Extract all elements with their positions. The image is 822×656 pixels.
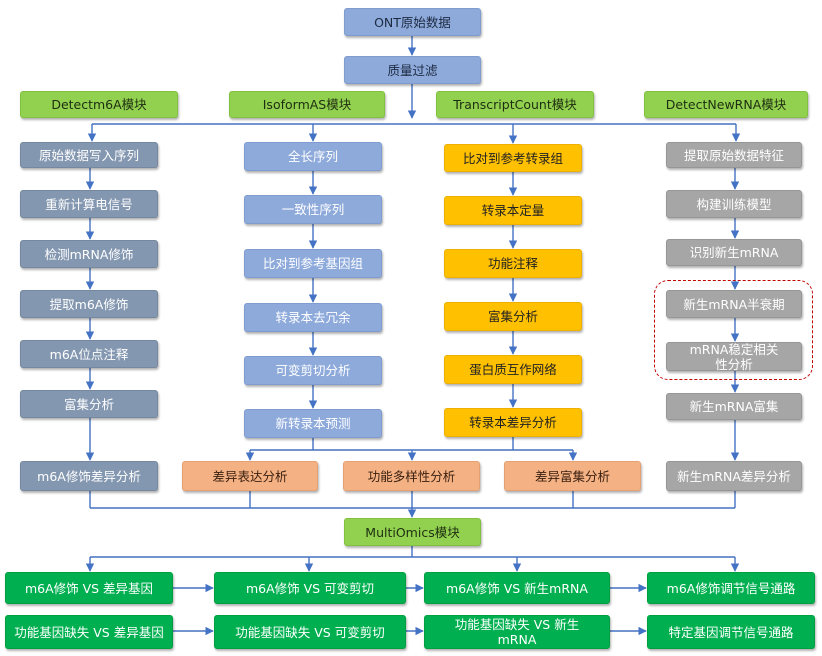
step-transcriptcount-2: 转录本定量 [444,196,582,225]
multiomics-r1-c2: m6A修饰 VS 可变剪切 [214,572,406,604]
step-detectnewrna-5: mRNA稳定相关性分析 [666,342,802,372]
multiomics-r2-c3: 功能基因缺失 VS 新生mRNA [424,615,610,649]
step-detectm6a-3: 检测mRNA修饰 [20,240,158,268]
step-detectm6a-2: 重新计算电信号 [20,190,158,218]
functional-diversity-analysis: 功能多样性分析 [343,461,480,491]
module-detectnewrna: DetectNewRNA模块 [644,91,808,118]
step-transcriptcount-6: 转录本差异分析 [444,408,582,437]
multiomics-r2-c2: 功能基因缺失 VS 可变剪切 [214,615,406,649]
module-isoformas: IsoformAS模块 [229,91,385,118]
step-detectnewrna-3: 识别新生mRNA [666,239,802,266]
multiomics-r1-c3: m6A修饰 VS 新生mRNA [424,572,610,604]
step-isoformas-2: 一致性序列 [244,195,382,224]
multiomics-r2-c1: 功能基因缺失 VS 差异基因 [5,615,173,649]
ont-raw-data-node: ONT原始数据 [344,8,481,36]
step-transcriptcount-5: 蛋白质互作网络 [444,355,582,384]
module-detectm6a: Detectm6A模块 [20,91,178,118]
module-multiomics: MultiOmics模块 [344,518,481,546]
quality-filter-node: 质量过滤 [344,56,481,84]
step-detectm6a-7: m6A修饰差异分析 [20,461,158,491]
step-detectm6a-6: 富集分析 [20,390,158,418]
step-isoformas-4: 转录本去冗余 [244,303,382,332]
step-transcriptcount-1: 比对到参考转录组 [444,144,582,172]
step-detectnewrna-1: 提取原始数据特征 [666,142,802,168]
highlight-dashed-region [654,280,813,380]
step-detectnewrna-7: 新生mRNA差异分析 [666,461,802,491]
step-isoformas-5: 可变剪切分析 [244,356,382,385]
module-transcriptcount: TranscriptCount模块 [436,91,594,118]
step-detectnewrna-2: 构建训练模型 [666,190,802,218]
multiomics-r1-c1: m6A修饰 VS 差异基因 [5,572,173,604]
diff-enrichment-analysis: 差异富集分析 [504,461,641,491]
step-detectnewrna-4: 新生mRNA半衰期 [666,290,802,318]
step-detectm6a-5: m6A位点注释 [20,340,158,368]
step-isoformas-6: 新转录本预测 [244,409,382,438]
step-transcriptcount-4: 富集分析 [444,302,582,331]
step-detectnewrna-6: 新生mRNA富集 [666,393,802,420]
diff-expression-analysis: 差异表达分析 [182,461,318,491]
step-transcriptcount-3: 功能注释 [444,249,582,278]
multiomics-r2-c4: 特定基因调节信号通路 [647,615,815,649]
step-isoformas-3: 比对到参考基因组 [244,249,382,278]
step-detectm6a-4: 提取m6A修饰 [20,290,158,318]
step-isoformas-1: 全长序列 [244,142,382,171]
multiomics-r1-c4: m6A修饰调节信号通路 [647,572,815,604]
step-detectm6a-1: 原始数据写入序列 [20,142,158,168]
